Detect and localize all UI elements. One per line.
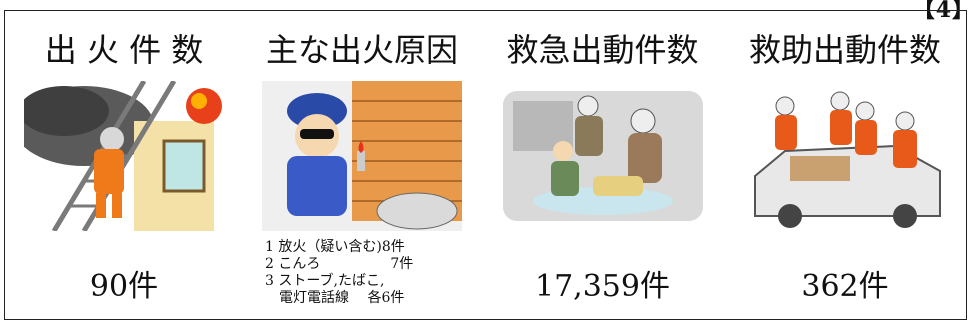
ambulance-dispatch-title: 救急出動件数 [506,31,699,69]
fire-cause-item: 3 ストーブ,たばこ, [265,273,385,289]
fire-count-title: 出 火 件 数 [44,31,204,69]
statistics-panel: 出 火 件 数 90件 主な [4,10,967,320]
fire-cause-item: 1 放火（疑い含む)8件 [265,239,405,255]
rescue-crew-car-illustration [745,81,945,231]
fire-cause-title: 主な出火原因 [265,31,458,69]
fire-cause-item: 電灯電話線 各6件 [265,290,405,306]
firefighter-on-ladder-illustration [24,81,224,231]
corner-label: 【4】 [912,0,975,23]
rescue-dispatch-title: 救助出動件数 [748,31,941,69]
rescue-dispatch-value: 362件 [801,269,889,304]
man-with-lighter-illustration [262,81,462,231]
fire-cause-panel: 主な出火原因 1 放火（疑い含む)8件 [243,11,481,319]
ambulance-dispatch-value: 17,359件 [535,269,670,304]
fire-count-panel: 出 火 件 数 90件 [5,11,243,319]
fire-cause-item: 2 こんろ 7件 [265,256,414,272]
ambulance-dispatch-panel: 救急出動件数 17,359件 [481,11,724,319]
rescue-dispatch-panel: 救助出動件数 362件 [724,11,966,319]
fire-count-value: 90件 [89,269,159,304]
fire-cause-list: 1 放火（疑い含む)8件 2 こんろ 7件 3 ストーブ,たばこ, 電灯電話線 … [265,239,413,307]
ambulance-crew-illustration [502,81,703,231]
